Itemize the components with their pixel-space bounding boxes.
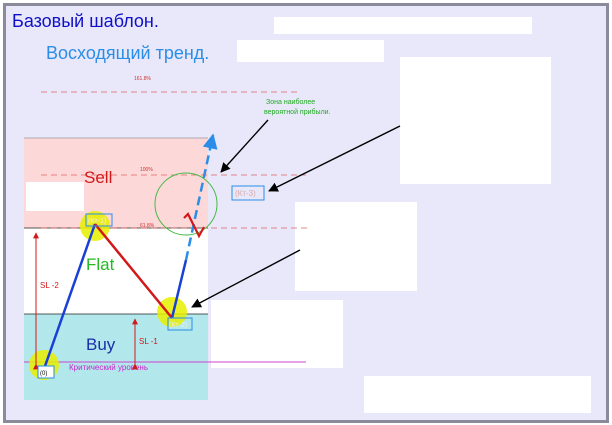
profit-zone-label-line1: Зона наиболее [266,98,315,106]
point-kt1-label: (Кт-1) [88,218,106,225]
page-title: Базовый шаблон. [12,11,159,31]
level-1618-label: 161.8% [134,76,152,82]
trend-projection [184,133,218,261]
pointer-kt3 [268,125,401,192]
level-100-label: 100% [140,167,153,173]
sell-label: Sell [84,168,112,187]
page-subtitle: Восходящий тренд. [46,43,210,63]
pointer-kt2 [191,249,301,308]
trend-diagram: 161.8% 100% 61.8% Критический уровень Se… [24,76,401,400]
marker-kt2 [157,297,187,327]
blank-box-top-right [274,17,532,34]
flat-label: Flat [86,255,115,274]
blank-box-lower [211,300,343,368]
profit-zone-label-line2: вероятной прибыли. [264,108,331,116]
pointer-profit-zone [220,119,269,173]
diagram-frame: Базовый шаблон. Восходящий тренд. [3,3,609,423]
blank-box-mid [295,202,417,291]
kt3-reaction [183,212,205,239]
sl2-label: SL -2 [40,281,59,290]
blank-box-sell [26,182,84,211]
blank-box-right-upper [400,57,551,184]
buy-label: Buy [86,335,116,354]
blank-box-subtitle [237,40,384,62]
trend-leg-3 [170,259,188,319]
blank-box-bottom-right [364,376,591,413]
sl1-label: SL -1 [139,337,158,346]
point-kt3-label: (Кт-3) [235,189,256,198]
trend-leg-2 [94,223,173,319]
point-0-label: (0) [40,371,47,377]
level-618-label: 61.8% [140,223,155,229]
trend-leg-1 [42,223,97,370]
profit-zone-circle [154,172,218,236]
critical-level-label: Критический уровень [69,363,148,372]
point-kt2-label: (Кт-2) [169,322,187,329]
